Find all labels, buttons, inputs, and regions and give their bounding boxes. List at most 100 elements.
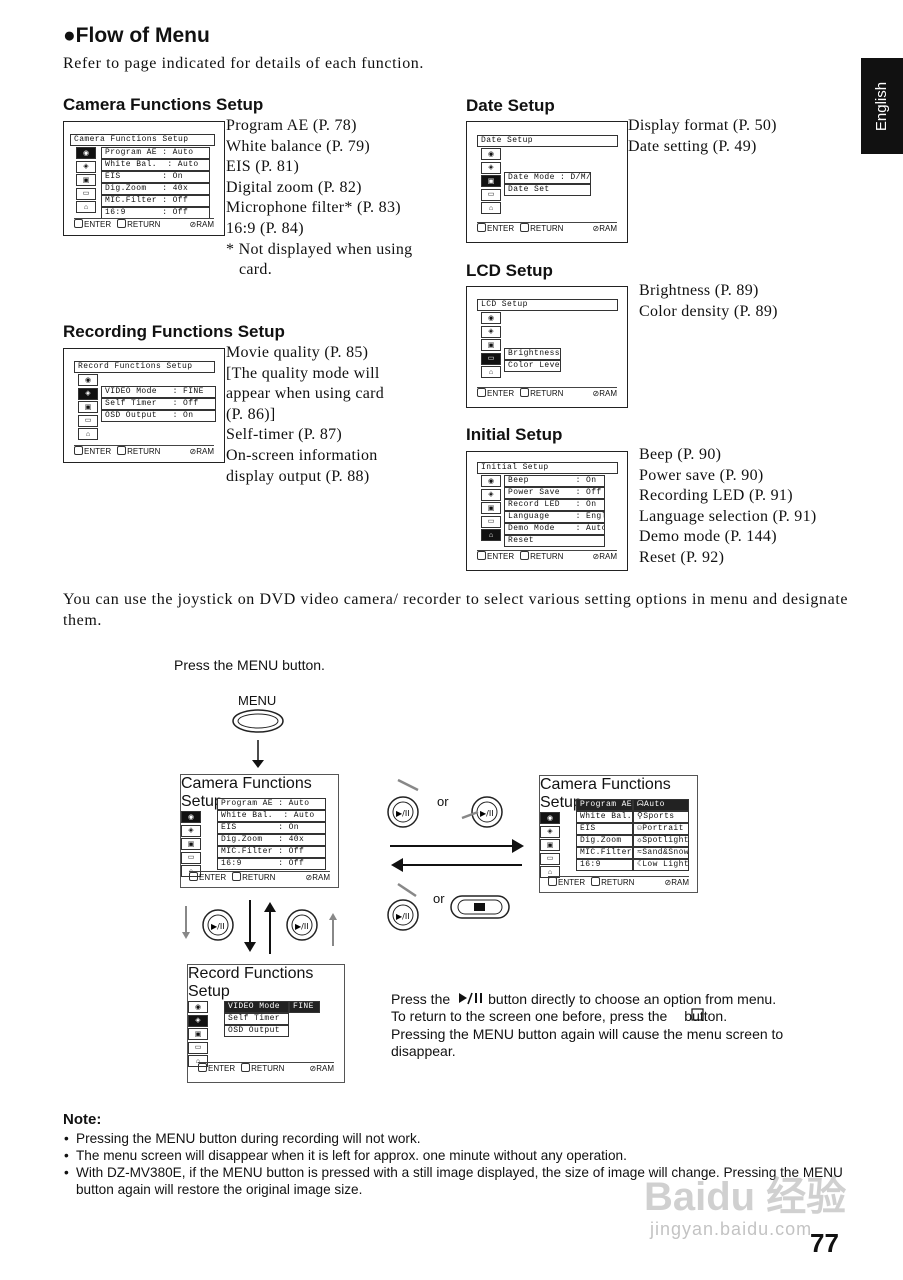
option-row: ☼Spotlight	[633, 835, 689, 847]
initial-icon: ⌂	[76, 201, 96, 213]
list-item: Digital zoom (P. 82)	[226, 178, 362, 196]
return-label: RETURN	[117, 446, 160, 457]
list-item: Recording LED (P. 91)	[639, 487, 793, 505]
record-icon: ◈	[481, 488, 501, 501]
list-item: [The quality mode will	[226, 364, 380, 382]
list-item: Power save (P. 90)	[639, 466, 764, 484]
lcd-icon: ▭	[540, 852, 560, 865]
ram-label: ⊘RAM	[189, 220, 214, 229]
list-item: Reset (P. 92)	[639, 548, 725, 566]
lcd-icon: ▭	[76, 187, 96, 200]
or-label: or	[433, 891, 445, 906]
right-arrow-icon	[390, 839, 524, 853]
camera-icon: ◉	[481, 312, 501, 324]
menu-row: Program AE	[576, 799, 633, 811]
svg-text:▶/II: ▶/II	[396, 809, 410, 818]
menu-row: Self Timer : Off	[101, 398, 216, 410]
camera-icon: ◉	[181, 811, 201, 823]
play-pause-icon	[459, 992, 482, 1005]
stop-button-icon	[450, 895, 510, 919]
list-item: Movie quality (P. 85)	[226, 344, 369, 361]
menu-row: EIS : On	[101, 171, 210, 183]
joystick-icon: ▶/II	[202, 909, 234, 941]
return-label: RETURN	[520, 388, 563, 399]
date-setup-screen: Date Setup ◉ ◈ ▣ ▭ ⌂ Date Mode : D/M/Y D…	[466, 121, 628, 243]
stop-icon	[520, 388, 530, 397]
lcd-icon: ▭	[481, 188, 501, 201]
initial-setup-heading: Initial Setup	[466, 425, 563, 444]
motion-arrow-icon	[461, 810, 479, 820]
ram-label: ⊘RAM	[592, 552, 617, 561]
joystick-icon: ▶/II	[387, 899, 419, 931]
play-icon	[198, 1063, 207, 1072]
portrait-icon: ☺	[637, 824, 643, 833]
note-item: Pressing the MENU button during recordin…	[63, 1130, 848, 1147]
record-icon: ◈	[188, 1014, 208, 1027]
menu-row: VIDEO Mode : FINE	[101, 386, 216, 398]
screen-title: Camera Functions Setup	[70, 134, 215, 146]
menu-row: OSD Output	[224, 1025, 289, 1037]
lcd-icon: ▭	[481, 352, 501, 365]
icon-column: ◉ ◈ ▣ ▭ ⌂	[78, 374, 98, 442]
record-icon: ◈	[481, 325, 501, 338]
stop-icon	[117, 219, 127, 228]
menu-row: EIS	[576, 823, 633, 835]
menu-row: VIDEO Mode	[224, 1001, 289, 1013]
gray-up-arrow-icon	[329, 913, 337, 946]
record-icon: ◈	[78, 387, 98, 400]
menu-row: Power Save : Off	[504, 487, 605, 499]
record-icon: ◈	[76, 160, 96, 173]
lcd-icon: ▭	[181, 851, 201, 864]
menu-row: White Bal. : Auto	[101, 159, 210, 171]
stop-icon	[241, 1063, 251, 1072]
motion-arrow-icon	[397, 778, 419, 792]
return-label: RETURN	[241, 1063, 284, 1074]
ram-label: ⊘RAM	[664, 878, 689, 887]
square-button-icon	[691, 1008, 704, 1021]
return-label: RETURN	[520, 223, 563, 234]
ram-label: ⊘RAM	[189, 447, 214, 456]
press-menu-text: Press the MENU button.	[174, 657, 325, 673]
return-label: RETURN	[232, 872, 275, 883]
flow-camera-screen: Camera Functions Setup ◉ ◈ ▣ ▭ ⌂ Program…	[180, 774, 339, 888]
enter-label: ENTER	[477, 223, 514, 234]
or-label: or	[437, 794, 449, 809]
stop-icon	[520, 551, 530, 560]
flow-record-screen: Record Functions Setup ◉ ◈ ▣ ▭ ⌂ VIDEO M…	[187, 964, 345, 1083]
play-icon	[477, 223, 486, 232]
record-icon: ◈	[181, 824, 201, 837]
list-item: Demo mode (P. 144)	[639, 528, 777, 546]
list-item: Date setting (P. 49)	[628, 137, 757, 155]
vertical-up-arrow-icon	[264, 902, 276, 954]
date-icon: ▣	[481, 175, 501, 187]
watermark-brand: Baidu 经验	[644, 1175, 847, 1219]
icon-column: ◉ ◈ ▣ ▭ ⌂	[76, 147, 96, 215]
menu-row: Program AE : Auto	[101, 147, 210, 159]
menu-label: MENU	[238, 693, 277, 708]
camera-setup-heading: Camera Functions Setup	[63, 95, 264, 114]
intro-text: Refer to page indicated for details of e…	[63, 55, 424, 72]
note-item: With DZ-MV380E, if the MENU button is pr…	[63, 1164, 848, 1198]
camera-icon: ◉	[76, 147, 96, 159]
play-icon	[74, 446, 83, 455]
list-item: appear when using card	[226, 385, 385, 403]
option-row: ☾Low Light	[633, 859, 689, 871]
menu-row: 16:9	[576, 859, 633, 871]
lcd-icon: ▭	[188, 1041, 208, 1054]
camera-icon: ◉	[540, 812, 560, 824]
camera-setup-screen: Camera Functions Setup ◉ ◈ ▣ ▭ ⌂ Program…	[63, 121, 225, 236]
lcd-setup-heading: LCD Setup	[466, 261, 553, 280]
list-item: display output (P. 88)	[226, 467, 370, 485]
menu-row: Reset	[504, 535, 605, 547]
page-number: 77	[810, 1228, 839, 1258]
camera-icon: ◉	[481, 148, 501, 160]
icon-column: ◉ ◈ ▣ ▭ ⌂	[481, 475, 501, 543]
ram-label: ⊘RAM	[309, 1064, 334, 1073]
note-item: The menu screen will disappear when it i…	[63, 1147, 848, 1164]
menu-row: Self Timer	[224, 1013, 289, 1025]
option-row: ≈Sand&Snow	[633, 847, 689, 859]
left-arrow-icon	[391, 858, 522, 872]
ram-label: ⊘RAM	[592, 389, 617, 398]
